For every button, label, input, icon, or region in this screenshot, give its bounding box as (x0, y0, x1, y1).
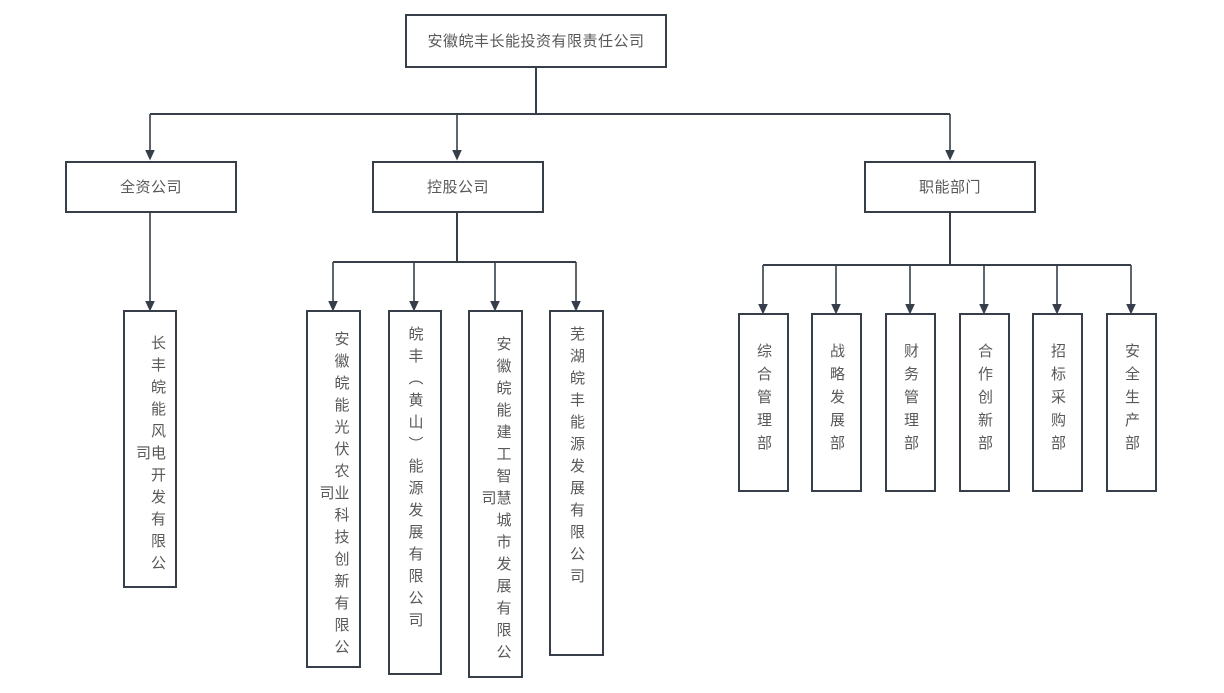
node-wuhu-energy[interactable]: 芜湖皖丰能源发展有限公司 (549, 310, 604, 656)
node-dept-finance-management[interactable]: 财务管理部 (885, 313, 936, 492)
node-dept-general-management[interactable]: 综合管理部 (738, 313, 789, 492)
node-dept-safety-production[interactable]: 安全生产部 (1106, 313, 1157, 492)
node-pv-agriculture-tech-label: 安徽皖能光伏农业科技创新有限公司 (317, 331, 351, 661)
node-functional[interactable]: 职能部门 (864, 161, 1036, 213)
node-root[interactable]: 安徽皖丰长能投资有限责任公司 (405, 14, 667, 68)
node-wuhu-energy-label: 芜湖皖丰能源发展有限公司 (568, 326, 586, 590)
node-huangshan-energy[interactable]: 皖丰（黄山）能源发展有限公司 (388, 310, 442, 675)
node-dept-bidding-procurement-label: 招标采购部 (1049, 343, 1067, 458)
node-smart-city-development[interactable]: 安徽皖能建工智慧城市发展有限公司 (468, 310, 523, 678)
node-wholly-owned-label: 全资公司 (119, 177, 182, 196)
node-dept-strategic-development-label: 战略发展部 (828, 343, 846, 458)
node-holding-label: 控股公司 (426, 177, 489, 196)
node-dept-safety-production-label: 安全生产部 (1123, 343, 1141, 458)
node-dept-finance-management-label: 财务管理部 (902, 343, 920, 458)
node-pv-agriculture-tech[interactable]: 安徽皖能光伏农业科技创新有限公司 (306, 310, 361, 668)
node-dept-general-management-label: 综合管理部 (755, 343, 773, 458)
node-huangshan-energy-label: 皖丰（黄山）能源发展有限公司 (406, 326, 425, 634)
node-dept-strategic-development[interactable]: 战略发展部 (811, 313, 862, 492)
node-changfeng-wind-power-label: 长丰皖能风电开发有限公司 (134, 335, 167, 577)
node-root-label: 安徽皖丰长能投资有限责任公司 (427, 31, 645, 50)
node-changfeng-wind-power[interactable]: 长丰皖能风电开发有限公司 (123, 310, 177, 588)
node-dept-cooperation-innovation-label: 合作创新部 (976, 343, 994, 458)
node-holding[interactable]: 控股公司 (372, 161, 544, 213)
node-dept-bidding-procurement[interactable]: 招标采购部 (1032, 313, 1083, 492)
node-wholly-owned[interactable]: 全资公司 (65, 161, 237, 213)
node-smart-city-development-label: 安徽皖能建工智慧城市发展有限公司 (479, 336, 513, 666)
node-functional-label: 职能部门 (918, 177, 981, 196)
node-dept-cooperation-innovation[interactable]: 合作创新部 (959, 313, 1010, 492)
